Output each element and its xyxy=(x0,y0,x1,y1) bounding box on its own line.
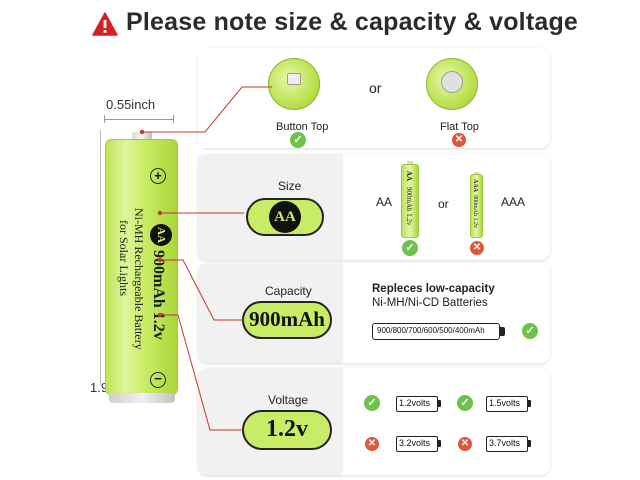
flat-top-image xyxy=(426,58,478,110)
button-top-label: Button Top xyxy=(276,121,329,133)
voltage-option-3: 3.2volts xyxy=(396,436,438,452)
size-pill: AA xyxy=(246,198,324,236)
capacity-title: Capacity xyxy=(265,284,312,298)
battery-line2: for Solar Lights xyxy=(117,220,131,296)
cross-icon: ✕ xyxy=(470,241,484,255)
voltage-box-terminal xyxy=(438,440,441,447)
panel-background xyxy=(343,154,550,260)
mini-aa-badge: AA xyxy=(405,171,413,182)
mini-aaa-cap xyxy=(474,172,479,175)
terminal-type-panel: Button Top ✓ or Flat Top ✕ xyxy=(198,48,550,148)
battery-body: + AA 900mAh 1.2v Ni-MH Rechargeable Batt… xyxy=(105,139,178,395)
panel-background xyxy=(343,263,550,363)
voltage-option-4: 3.7volts xyxy=(486,436,528,452)
mini-aaa-battery: AAA 900mAh 1.2v xyxy=(470,174,483,238)
page-title: Please note size & capacity & voltage xyxy=(126,8,579,36)
capacity-box-terminal xyxy=(500,327,505,336)
battery-line1: Ni-MH Rechargeable Battery xyxy=(132,208,146,350)
voltage-box-terminal xyxy=(528,440,531,447)
panel-background xyxy=(343,368,550,475)
cross-icon: ✕ xyxy=(458,437,472,451)
replaces-line2: Ni-MH/Ni-CD Batteries xyxy=(372,297,488,309)
voltage-panel: Voltage 1.2v xyxy=(198,368,550,475)
flat-terminal-icon xyxy=(441,71,463,93)
button-top-image xyxy=(268,58,320,110)
battery-positive-cap xyxy=(132,132,152,140)
check-icon: ✓ xyxy=(457,395,473,411)
or-text: or xyxy=(369,80,382,96)
voltage-option-2: 1.5volts xyxy=(486,396,528,412)
battery-illustration: + AA 900mAh 1.2v Ni-MH Rechargeable Batt… xyxy=(103,120,181,405)
or-text: or xyxy=(438,197,449,211)
panel-background xyxy=(198,48,550,148)
width-dimension-label: 0.55inch xyxy=(106,97,156,112)
cross-icon: ✕ xyxy=(452,133,466,147)
battery-main-text: 900mAh 1.2v xyxy=(150,250,167,340)
dimension-tick xyxy=(104,115,105,123)
minus-icon: − xyxy=(150,372,166,388)
check-icon: ✓ xyxy=(522,323,538,339)
mini-aa-battery: AA 900mAh 1.2v xyxy=(401,164,419,238)
mini-aa-cap xyxy=(407,161,413,165)
aa-label: AA xyxy=(376,195,393,209)
voltage-option-1: 1.2volts xyxy=(396,396,438,412)
capacity-pill: 900mAh xyxy=(242,301,332,339)
size-title: Size xyxy=(278,179,302,193)
voltage-box-terminal xyxy=(438,400,441,407)
warning-icon xyxy=(92,12,118,36)
header: Please note size & capacity & voltage xyxy=(0,0,640,44)
mini-aaa-badge: AAA xyxy=(472,179,478,192)
aa-badge: AA xyxy=(150,224,172,246)
voltage-pill: 1.2v xyxy=(242,410,332,450)
capacity-list-box: 900/800/700/600/500/400mAh xyxy=(372,323,500,340)
plus-icon: + xyxy=(150,168,166,184)
battery-negative-end xyxy=(109,393,175,403)
button-terminal-icon xyxy=(287,73,301,85)
check-icon: ✓ xyxy=(402,240,418,256)
check-icon: ✓ xyxy=(364,395,380,411)
mini-aaa-text: 900mAh 1.2v xyxy=(472,195,478,228)
cross-icon: ✕ xyxy=(365,437,379,451)
capacity-panel: Capacity 900mAh Repleces low-capacity Ni… xyxy=(198,263,550,363)
flat-top-label: Flat Top xyxy=(440,121,479,133)
aaa-label: AAA xyxy=(501,195,526,209)
size-panel: Size AA AA AA 900mAh 1.2v ✓ or AAA 900mA… xyxy=(198,154,550,260)
aa-badge: AA xyxy=(269,201,301,233)
voltage-title: Voltage xyxy=(268,393,309,407)
replaces-line1: Repleces low-capacity xyxy=(372,283,495,295)
voltage-box-terminal xyxy=(528,400,531,407)
height-dimension-line xyxy=(100,130,101,385)
width-dimension-line xyxy=(104,119,174,120)
check-icon: ✓ xyxy=(290,132,306,148)
mini-aa-text: 900mAh 1.2v xyxy=(405,187,413,226)
